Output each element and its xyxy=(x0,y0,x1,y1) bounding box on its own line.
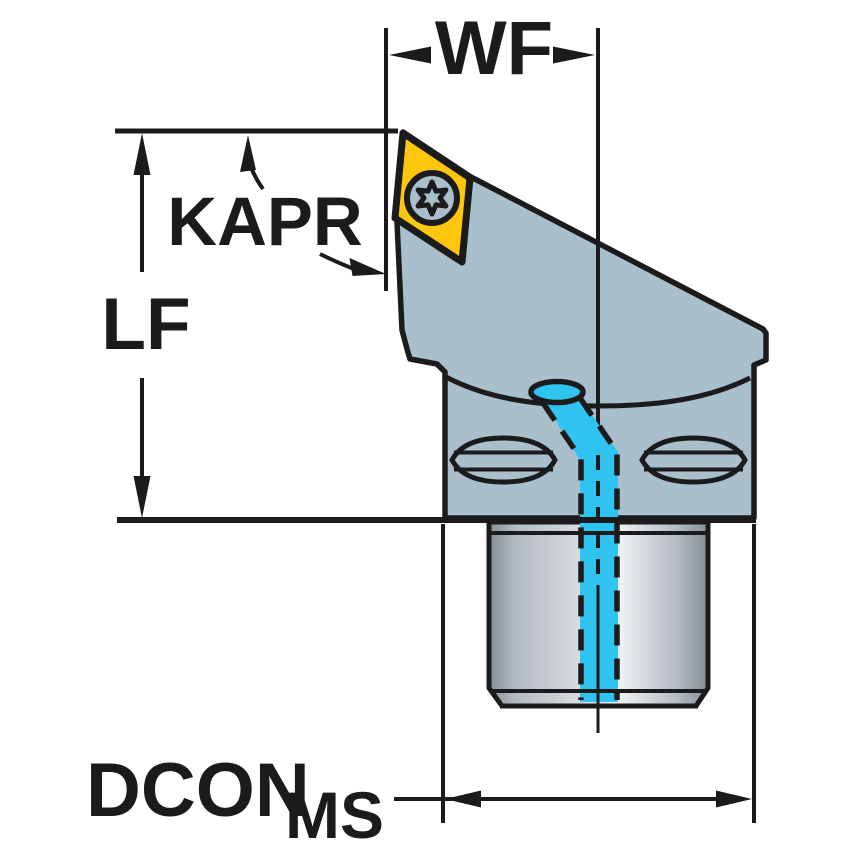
clamp-slot-left xyxy=(449,435,558,485)
lf-label: LF xyxy=(101,284,190,365)
dcon-arrow-left xyxy=(445,790,481,808)
dcon-subscript-label: MS xyxy=(285,778,384,852)
wf-arrow-right xyxy=(553,46,595,64)
wf-arrow-left xyxy=(389,46,431,64)
dcon-dimension xyxy=(394,524,756,823)
labels: WF KAPR LF DCON MS xyxy=(86,6,553,852)
kapr-leader-arc-tail xyxy=(319,252,355,271)
torx-screw-icon xyxy=(415,179,449,217)
dcon-arrow-right xyxy=(716,790,752,808)
tool xyxy=(117,28,769,733)
lf-arrow-up xyxy=(133,133,151,175)
wf-dimension xyxy=(384,28,595,291)
clamp-slot-right xyxy=(639,435,748,485)
lf-dimension xyxy=(133,133,151,518)
dimensions xyxy=(115,28,756,823)
kapr-label: KAPR xyxy=(167,183,363,260)
kapr-leader-arc-arrow xyxy=(349,258,386,276)
dcon-label: DCON xyxy=(86,748,310,833)
kapr-dimension xyxy=(115,128,398,276)
kapr-leader-up-arrow xyxy=(240,135,256,172)
lf-arrow-down xyxy=(133,476,151,518)
wf-label: WF xyxy=(435,6,553,91)
coolant-inlet xyxy=(528,378,586,406)
